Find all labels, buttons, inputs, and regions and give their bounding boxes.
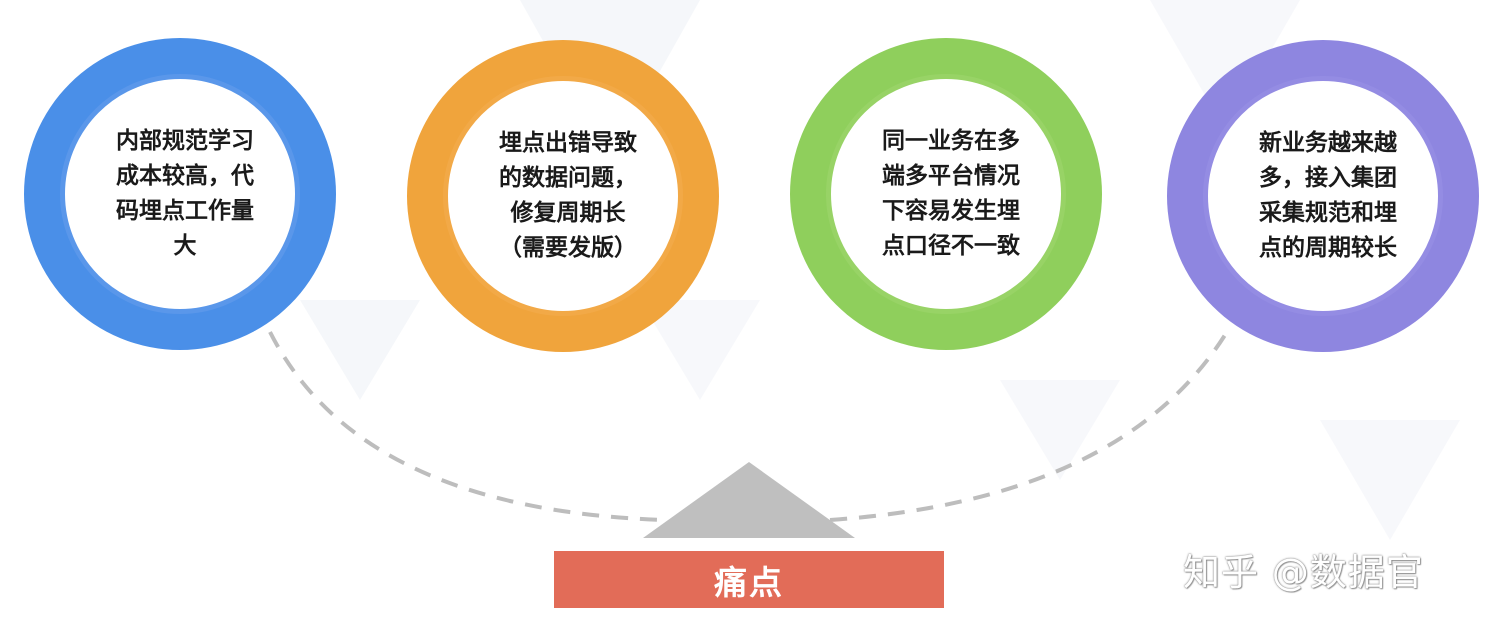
watermark: 知乎 @数据官 [1183,551,1424,594]
pain-point-text-4: 新业务越来越 多，接入集团 采集规范和埋 点的周期较长 [1259,130,1397,261]
pain-point-text-3: 同一业务在多 端多平台情况 下容易发生埋 点口径不一致 [882,128,1020,259]
pain-point-label: 痛点 [714,562,784,602]
pain-point-label-box: 痛点 [554,551,944,608]
pain-point-ring-1: 内部规范学习 成本较高，代 码埋点工作量 大 [60,74,300,314]
fulcrum-triangle [643,462,855,538]
pain-point-circle-1: 内部规范学习 成本较高，代 码埋点工作量 大 [24,38,336,350]
pain-point-ring-4: 新业务越来越 多，接入集团 采集规范和埋 点的周期较长 [1203,76,1443,316]
pain-point-circle-4: 新业务越来越 多，接入集团 采集规范和埋 点的周期较长 [1167,40,1479,352]
pain-point-ring-2: 埋点出错导致 的数据问题， 修复周期长 （需要发版） [443,76,683,316]
pain-point-text-2: 埋点出错导致 的数据问题， 修复周期长 （需要发版） [499,130,637,261]
pain-point-circle-3: 同一业务在多 端多平台情况 下容易发生埋 点口径不一致 [790,38,1102,350]
pain-point-text-1: 内部规范学习 成本较高，代 码埋点工作量 大 [116,128,254,259]
pain-point-circle-2: 埋点出错导致 的数据问题， 修复周期长 （需要发版） [407,40,719,352]
dashed-arc-left [268,331,666,522]
pain-point-ring-3: 同一业务在多 端多平台情况 下容易发生埋 点口径不一致 [826,74,1066,314]
dashed-arc-right [829,333,1227,522]
